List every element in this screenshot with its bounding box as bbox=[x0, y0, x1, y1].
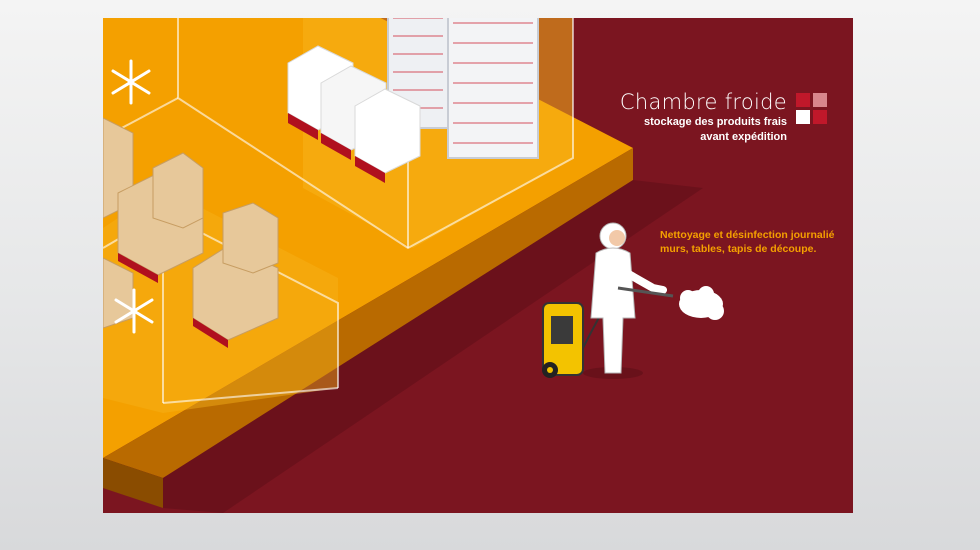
zone-title-block: Chambre froide stockage des produits fra… bbox=[620, 90, 787, 144]
worker-figure bbox=[583, 222, 674, 379]
floor-right-edge bbox=[103, 148, 633, 478]
snowflake-icon bbox=[114, 288, 154, 334]
floor-shadow bbox=[163, 180, 703, 513]
snowflake-icon bbox=[111, 59, 151, 105]
storage-racks bbox=[387, 18, 539, 159]
zone-subtitle-2: avant expédition bbox=[700, 131, 787, 143]
logo-squares-icon bbox=[796, 93, 828, 125]
cleaning-caption-line1: Nettoyage et désinfection journalié bbox=[660, 229, 835, 241]
pressure-washer bbox=[542, 292, 614, 378]
cleaning-caption-line2: murs, tables, tapis de découpe. bbox=[660, 243, 817, 255]
water-spray bbox=[679, 286, 724, 320]
cleaning-caption: Nettoyage et désinfection journalié murs… bbox=[660, 228, 834, 256]
zone-title: Chambre froide bbox=[619, 90, 787, 114]
floor-front-edge bbox=[103, 458, 163, 508]
illustration-panel: Chambre froide stockage des produits fra… bbox=[103, 18, 853, 513]
zone-subtitle-1: stockage des produits frais bbox=[643, 116, 787, 128]
cardboard-pallets bbox=[103, 117, 279, 341]
cold-room-illustration bbox=[103, 18, 724, 513]
white-pallets bbox=[287, 45, 421, 183]
